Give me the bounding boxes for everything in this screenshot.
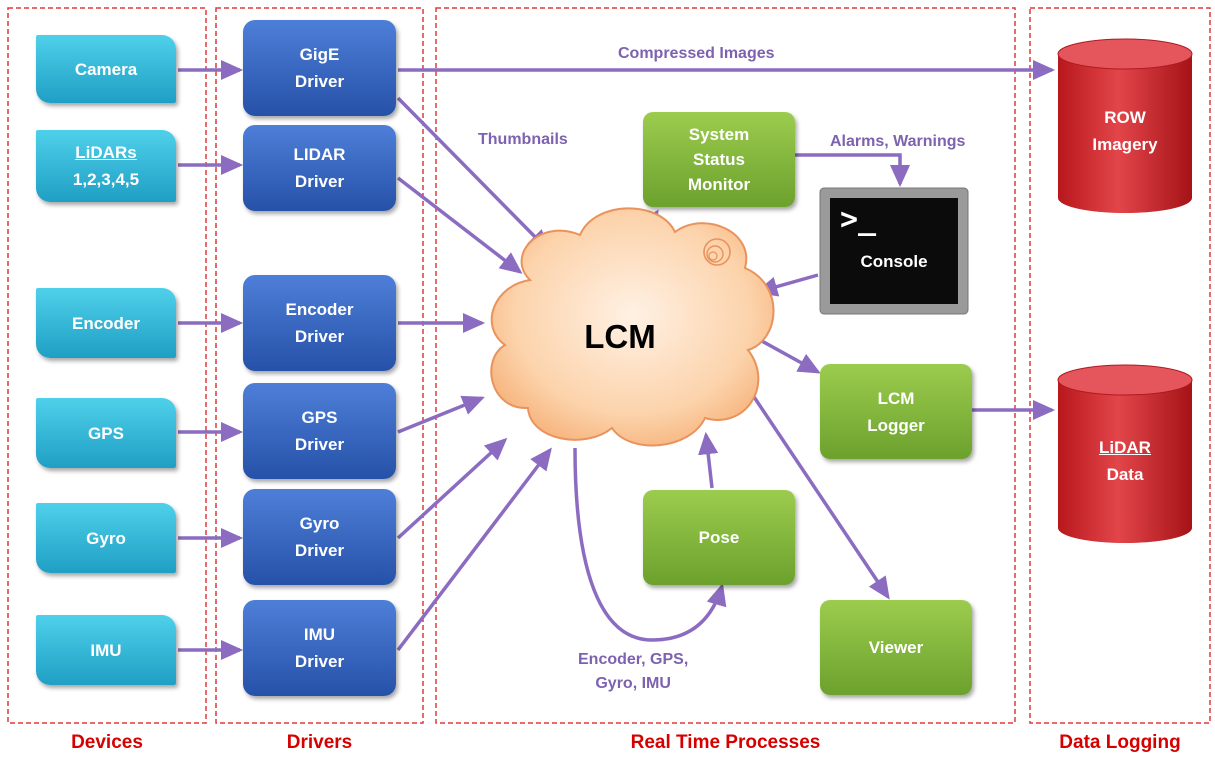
lcm-label: LCM [584, 318, 656, 355]
imu-driver-line2: Driver [294, 652, 345, 671]
gps-driver-line1: GPS [301, 408, 338, 427]
logging-section-border [1029, 7, 1211, 724]
gyro-driver: Gyro Driver [243, 489, 396, 585]
camera-device: Camera [36, 35, 176, 103]
encoder-label: Encoder [71, 313, 141, 333]
arrow-imu-lcm [396, 447, 552, 652]
lidars-numbers: 1,2,3,4,5 [72, 170, 140, 189]
row-imagery-line1: ROW [1104, 108, 1146, 127]
monitor-line3: Monitor [687, 175, 751, 194]
alarms-warnings-label: Alarms, Warnings [830, 133, 966, 150]
devices-section-title: Devices [71, 732, 143, 753]
arrow-lcm-viewer [744, 384, 890, 600]
gyro-driver-line2: Driver [294, 541, 345, 560]
gige-driver: GigE Driver [243, 20, 396, 116]
compressed-images-label: Compressed Images [618, 45, 775, 62]
arrow-gyro-lcm [396, 437, 508, 540]
monitor-line2: Status [693, 150, 745, 169]
realtime-section-title: Real Time Processes [630, 732, 821, 753]
thumbnails-label: Thumbnails [478, 131, 568, 148]
lidar-driver-line1: LIDAR [293, 145, 346, 164]
logger-line2: Logger [867, 415, 925, 435]
lidar-data-cylinder [1057, 364, 1193, 543]
drivers-section-border [215, 7, 424, 724]
camera-label: Camera [74, 59, 138, 79]
encoder-driver: Encoder Driver [243, 275, 396, 371]
pose-inputs-line1: Encoder, GPS, [578, 651, 689, 668]
system-status-monitor: System Status Monitor [643, 112, 795, 207]
imu-label: IMU [90, 640, 122, 660]
monitor-line1: System [688, 125, 750, 144]
pose-inputs-label: Encoder, GPS, Gyro, IMU [578, 648, 688, 696]
drivers-section-title: Drivers [286, 732, 353, 753]
lcm-cloud [490, 207, 775, 447]
gyro-label: Gyro [86, 528, 126, 548]
lidar-driver: LIDAR Driver [243, 125, 396, 211]
row-imagery-label: ROW Imagery [1058, 104, 1192, 158]
gige-driver-line1: GigE [299, 45, 340, 64]
gps-label: GPS [88, 423, 124, 443]
gps-device: GPS [36, 398, 176, 468]
arrow-gps-lcm [397, 395, 485, 434]
gige-driver-line2: Driver [294, 72, 345, 91]
gyro-driver-line1: Gyro [299, 514, 340, 533]
gps-driver-line2: Driver [294, 435, 345, 454]
realtime-section-border [435, 7, 1016, 724]
arrow-lcm-pose-loop [573, 447, 727, 642]
lidars-device: LiDARs 1,2,3,4,5 [36, 130, 176, 202]
imu-device: IMU [36, 615, 176, 685]
console-prompt: >_ [840, 202, 877, 237]
imu-driver-line1: IMU [303, 625, 336, 644]
gps-driver: GPS Driver [243, 383, 396, 479]
row-imagery-cylinder [1057, 38, 1193, 213]
arrow-lidar-lcm [396, 176, 523, 274]
viewer-process: Viewer [820, 600, 972, 695]
encoder-driver-line1: Encoder [285, 300, 354, 319]
gyro-device: Gyro [36, 503, 176, 573]
lcm-logger: LCM Logger [820, 364, 972, 459]
viewer-label: Viewer [868, 638, 924, 657]
lidars-label: LiDARs [75, 143, 137, 162]
pose-inputs-line2: Gyro, IMU [595, 675, 671, 692]
arrow-gige-lcm [396, 96, 551, 253]
imu-driver: IMU Driver [243, 600, 396, 696]
pose-label: Pose [698, 528, 740, 547]
row-imagery-line2: Imagery [1092, 135, 1158, 154]
arrow-lcm-logger [759, 338, 821, 374]
lidar-data-line1: LiDAR [1099, 438, 1151, 457]
lidar-driver-line2: Driver [294, 172, 345, 191]
encoder-driver-line2: Driver [294, 327, 345, 346]
lidar-data-line2: Data [1106, 465, 1144, 484]
lidar-data-label: LiDAR Data [1058, 434, 1192, 488]
console-label: Console [860, 252, 928, 271]
logging-section-title: Data Logging [1059, 732, 1181, 753]
console-window [819, 187, 969, 315]
arrow-pose-lcm [698, 431, 719, 489]
arrow-alarms-console [795, 153, 911, 188]
encoder-device: Encoder [36, 288, 176, 358]
devices-section-border [7, 7, 207, 724]
pose-process: Pose [643, 490, 795, 585]
logger-line1: LCM [877, 388, 915, 408]
